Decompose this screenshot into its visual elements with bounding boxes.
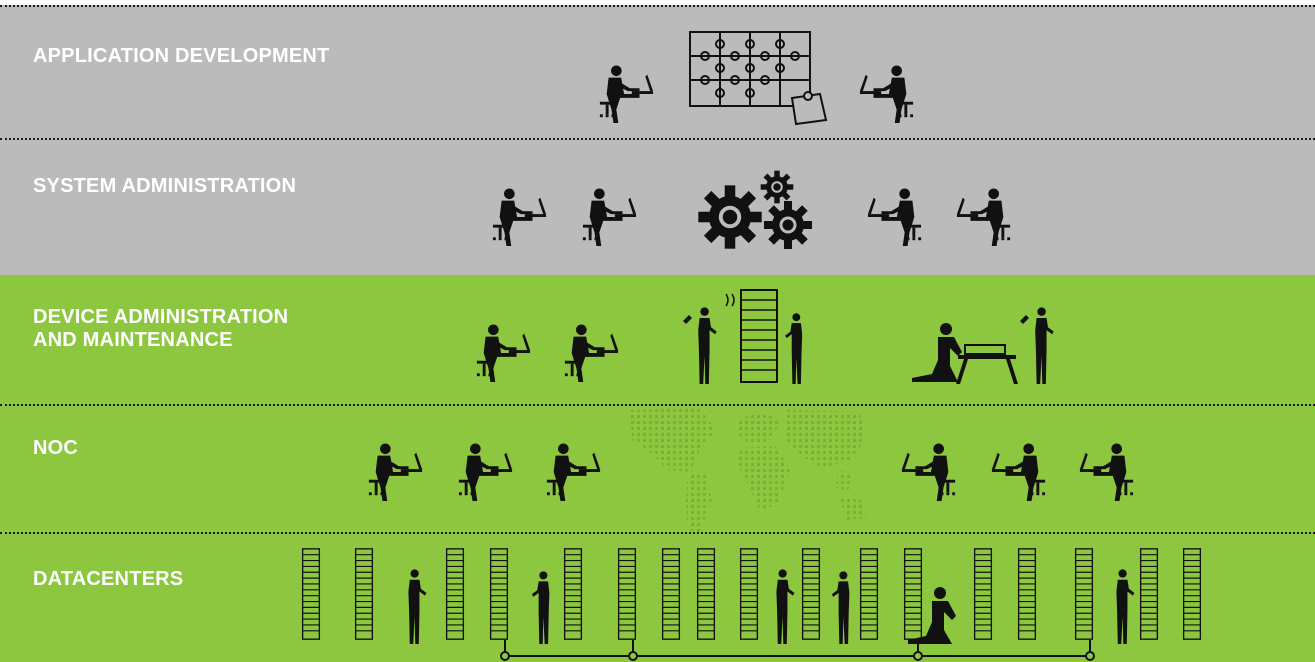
divider xyxy=(0,138,1315,140)
gears-icon xyxy=(698,170,812,249)
worker-at-desk-icon xyxy=(476,324,531,382)
worker-at-desk-icon xyxy=(492,188,547,246)
layer-label-datacenters: DATACENTERS xyxy=(33,568,184,590)
server-rack-icon xyxy=(739,548,759,640)
server-rack-icon xyxy=(354,548,374,640)
server-rack-icon xyxy=(859,548,879,640)
server-rack-icon xyxy=(489,548,509,640)
layer-label-system-administration: SYSTEM ADMINISTRATION xyxy=(33,175,297,197)
layer-label-device-administration: DEVICE ADMINISTRATION AND MAINTENANCE xyxy=(33,306,288,352)
server-rack-icon xyxy=(696,548,716,640)
technicians-at-server-rack-icon xyxy=(683,289,803,384)
worker-at-desk-icon xyxy=(599,65,654,123)
worker-at-desk-icon xyxy=(458,443,513,501)
server-rack-icon xyxy=(973,548,993,640)
server-rack-icon xyxy=(563,548,583,640)
server-racks xyxy=(301,548,1202,640)
server-rack-icon xyxy=(903,548,923,640)
server-rack-icon xyxy=(1074,548,1094,640)
server-rack-icon xyxy=(661,548,681,640)
worker-at-desk-icon xyxy=(956,188,1011,246)
worker-at-desk-icon xyxy=(582,188,637,246)
server-rack-icon xyxy=(1139,548,1159,640)
server-rack-icon xyxy=(801,548,821,640)
worker-at-desk-icon xyxy=(991,443,1046,501)
divider xyxy=(0,5,1315,7)
server-rack-icon xyxy=(1017,548,1037,640)
server-rack-icon xyxy=(301,548,321,640)
worker-at-desk-icon xyxy=(368,443,423,501)
system-administration-band xyxy=(0,138,1315,275)
divider xyxy=(0,532,1315,534)
server-rack-icon xyxy=(445,548,465,640)
world-map-icon xyxy=(630,408,866,532)
worker-at-desk-icon xyxy=(859,65,914,123)
divider xyxy=(0,404,1315,406)
technicians xyxy=(408,569,1135,644)
technician-icon xyxy=(776,569,795,644)
worker-at-desk-icon xyxy=(546,443,601,501)
application-development-band xyxy=(0,5,1315,138)
technician-icon xyxy=(1116,569,1135,644)
device-administration-band xyxy=(0,275,1315,405)
worker-at-desk-icon xyxy=(564,324,619,382)
server-rack-icon xyxy=(617,548,637,640)
worker-at-desk-icon xyxy=(901,443,956,501)
layer-label-line: AND MAINTENANCE xyxy=(33,329,233,351)
layer-label-application-development: APPLICATION DEVELOPMENT xyxy=(33,45,330,67)
datacenters-band xyxy=(0,533,1315,662)
technician-icon xyxy=(408,569,427,644)
worker-at-desk-icon xyxy=(867,188,922,246)
technicians-at-workbench-icon xyxy=(912,307,1054,384)
puzzle-icon xyxy=(689,31,828,126)
layer-label-noc: NOC xyxy=(33,437,79,459)
layer-label-line: DEVICE ADMINISTRATION xyxy=(33,306,289,328)
worker-at-desk-icon xyxy=(1079,443,1134,501)
server-rack-icon xyxy=(1182,548,1202,640)
network-link-icon xyxy=(500,640,1095,661)
